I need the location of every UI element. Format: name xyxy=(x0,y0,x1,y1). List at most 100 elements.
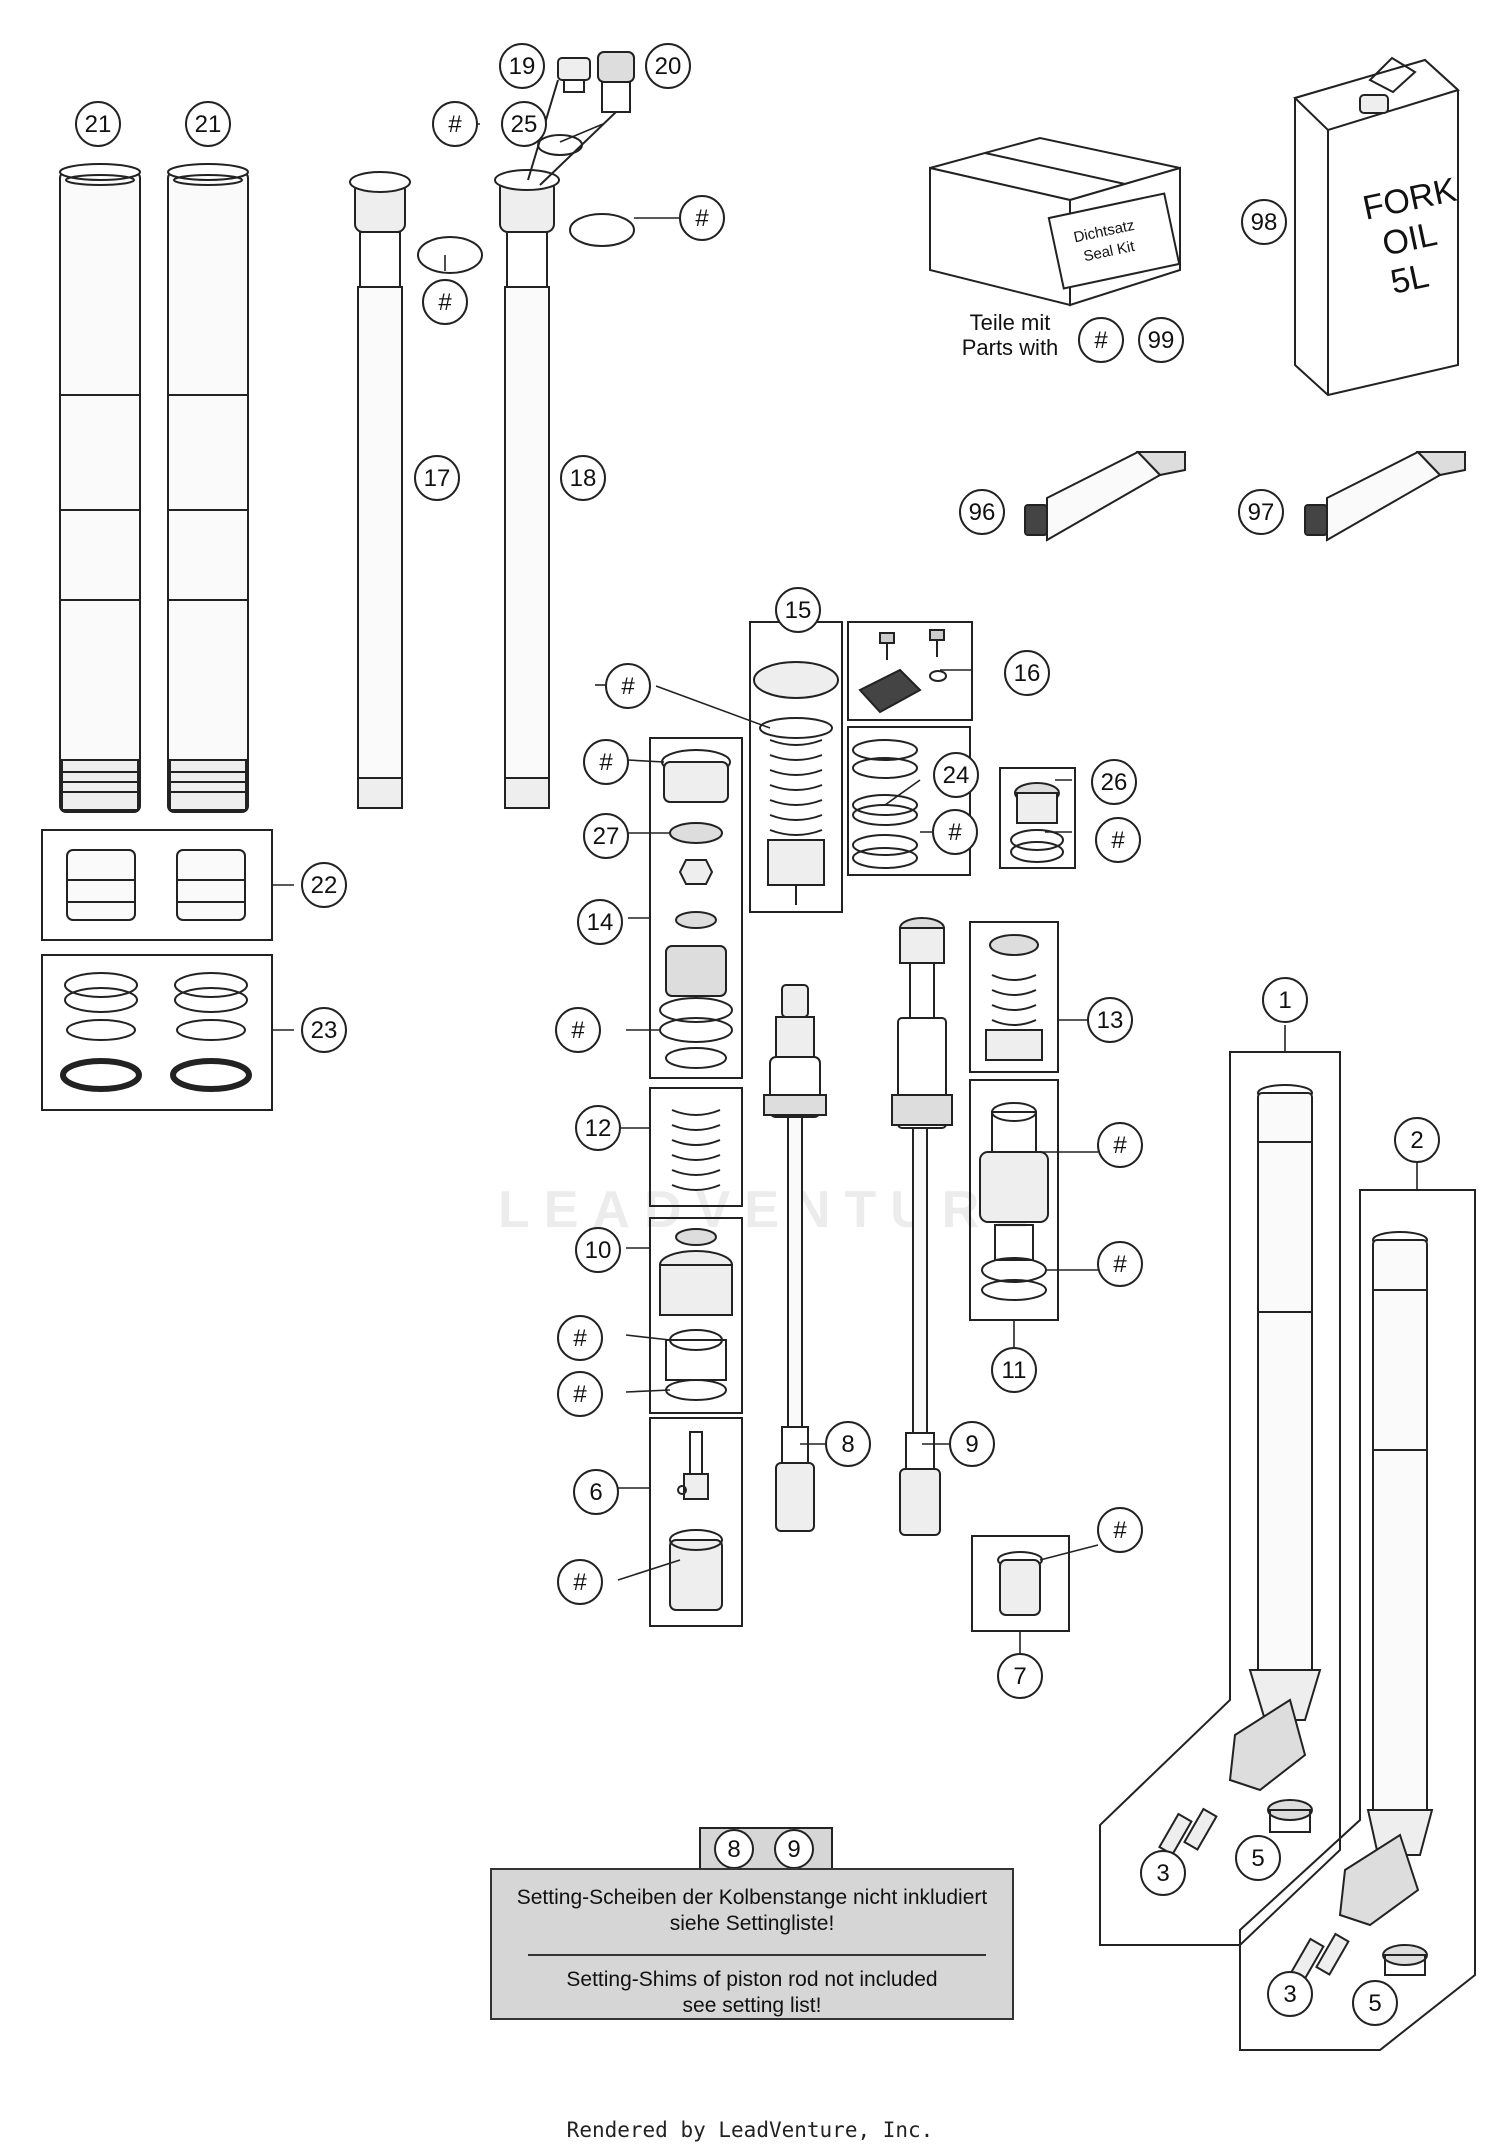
callout-14-hash-bottom[interactable]: # xyxy=(555,1007,601,1053)
callout-1[interactable]: 1 xyxy=(1262,977,1308,1023)
callout-22[interactable]: 22 xyxy=(301,862,347,908)
svg-text:20: 20 xyxy=(655,53,682,80)
bushings-22[interactable] xyxy=(66,849,246,921)
callout-16[interactable]: 16 xyxy=(1004,650,1050,696)
callout-3-leg2[interactable]: 3 xyxy=(1267,1971,1313,2017)
callout-7-hash[interactable]: # xyxy=(1097,1507,1143,1553)
callout-5-leg2[interactable]: 5 xyxy=(1352,1980,1398,2026)
screws-3b[interactable] xyxy=(1290,1932,1350,1981)
callout-11-hash-top[interactable]: # xyxy=(1097,1122,1143,1168)
note-en-line1: Setting-Shims of piston rod not included xyxy=(566,1968,938,1991)
seal-kit-box[interactable] xyxy=(929,136,1181,307)
callout-17[interactable]: 17 xyxy=(414,455,460,501)
fork-leg-2[interactable] xyxy=(1338,1231,1434,1927)
valve-6[interactable] xyxy=(669,1431,723,1611)
callout-15[interactable]: 15 xyxy=(775,587,821,633)
cap-5b[interactable] xyxy=(1382,1944,1428,1976)
callout-3-leg1[interactable]: 3 xyxy=(1140,1850,1186,1896)
screws-3a[interactable] xyxy=(1158,1807,1218,1856)
callout-5-leg1[interactable]: 5 xyxy=(1235,1835,1281,1881)
callout-9[interactable]: 9 xyxy=(949,1421,995,1467)
svg-text:22: 22 xyxy=(311,872,338,899)
callout-10[interactable]: 10 xyxy=(575,1227,621,1273)
fork-leg-1[interactable] xyxy=(1228,1084,1322,1792)
cartridge-tube-18[interactable] xyxy=(494,169,635,809)
callout-18[interactable]: 18 xyxy=(560,455,606,501)
callout-10-hash-bottom[interactable]: # xyxy=(557,1371,603,1417)
piston-rod-8[interactable] xyxy=(763,984,827,1532)
callout-8[interactable]: 8 xyxy=(825,1421,871,1467)
svg-text:99: 99 xyxy=(1148,327,1175,354)
svg-text:#: # xyxy=(448,111,462,138)
callout-20[interactable]: 20 xyxy=(645,43,691,89)
cartridge-tube-17[interactable] xyxy=(349,171,483,809)
callout-11[interactable]: 11 xyxy=(991,1347,1037,1393)
svg-text:#: # xyxy=(571,1017,585,1044)
svg-text:21: 21 xyxy=(195,111,222,138)
callout-21-right[interactable]: 21 xyxy=(185,101,231,147)
callout-2[interactable]: 2 xyxy=(1394,1117,1440,1163)
svg-text:5: 5 xyxy=(1368,1990,1381,2017)
svg-text:26: 26 xyxy=(1101,769,1128,796)
callout-19[interactable]: 19 xyxy=(499,43,545,89)
spring-assembly-13[interactable] xyxy=(985,934,1043,1061)
piston-rod-9[interactable] xyxy=(891,917,953,1536)
callout-14[interactable]: 14 xyxy=(577,899,623,945)
callout-15-hash[interactable]: # xyxy=(605,663,651,709)
callout-21-left[interactable]: 21 xyxy=(75,101,121,147)
group-box-12 xyxy=(649,1087,743,1207)
callout-25[interactable]: 25 xyxy=(501,101,547,147)
adjuster-parts-16[interactable] xyxy=(858,629,947,714)
screw-cap-19[interactable] xyxy=(557,57,591,93)
base-valve-14[interactable] xyxy=(659,749,733,1069)
cap-5a[interactable] xyxy=(1267,1799,1313,1833)
callout-27[interactable]: 27 xyxy=(583,813,629,859)
callout-10-hash-top[interactable]: # xyxy=(557,1315,603,1361)
spring-assembly-15[interactable] xyxy=(753,661,839,905)
fork-oil-can[interactable] xyxy=(1293,56,1460,397)
grease-tube-97[interactable] xyxy=(1304,450,1466,542)
callout-99[interactable]: 99 xyxy=(1138,317,1184,363)
note-en-line2: see setting list! xyxy=(682,1994,822,2017)
bushings-24[interactable] xyxy=(852,739,918,869)
svg-text:9: 9 xyxy=(965,1431,978,1458)
seals-23[interactable] xyxy=(60,972,252,1092)
callout-6[interactable]: 6 xyxy=(573,1469,619,1515)
outer-tube-21-left[interactable] xyxy=(59,163,141,813)
callout-6-hash[interactable]: # xyxy=(557,1559,603,1605)
callout-14-hash-top[interactable]: # xyxy=(583,739,629,785)
callout-97[interactable]: 97 xyxy=(1238,489,1284,535)
callout-24-hash[interactable]: # xyxy=(932,809,978,855)
callout-23[interactable]: 23 xyxy=(301,1007,347,1053)
callout-13[interactable]: 13 xyxy=(1087,997,1133,1043)
note-callout-9[interactable]: 9 xyxy=(774,1829,814,1869)
callout-96[interactable]: 96 xyxy=(959,489,1005,535)
valve-11[interactable] xyxy=(979,1102,1049,1301)
spring-12[interactable] xyxy=(671,1109,721,1191)
adjuster-20[interactable] xyxy=(597,51,635,113)
svg-text:#: # xyxy=(1113,1517,1127,1544)
callout-99-hash[interactable]: # xyxy=(1078,317,1124,363)
mid-valve-10[interactable] xyxy=(659,1228,733,1401)
valve-26[interactable] xyxy=(1010,782,1064,863)
valve-7[interactable] xyxy=(997,1551,1043,1616)
callout-24[interactable]: 24 xyxy=(933,752,979,798)
svg-text:10: 10 xyxy=(585,1237,612,1264)
callout-98[interactable]: 98 xyxy=(1241,199,1287,245)
svg-text:17: 17 xyxy=(424,465,451,492)
svg-text:9: 9 xyxy=(787,1836,800,1863)
svg-text:#: # xyxy=(1113,1251,1127,1278)
note-callout-8[interactable]: 8 xyxy=(714,1829,754,1869)
callout-17-hash[interactable]: # xyxy=(422,279,468,325)
callout-25-hash[interactable]: # xyxy=(432,101,478,147)
callout-26-hash[interactable]: # xyxy=(1095,817,1141,863)
callout-12[interactable]: 12 xyxy=(575,1105,621,1151)
svg-text:19: 19 xyxy=(509,53,536,80)
callout-11-hash-bottom[interactable]: # xyxy=(1097,1241,1143,1287)
callout-7[interactable]: 7 xyxy=(997,1653,1043,1699)
callout-26[interactable]: 26 xyxy=(1091,759,1137,805)
outer-tube-21-right[interactable] xyxy=(167,163,249,813)
grease-tube-96[interactable] xyxy=(1024,450,1186,542)
callout-18-hash[interactable]: # xyxy=(679,195,725,241)
